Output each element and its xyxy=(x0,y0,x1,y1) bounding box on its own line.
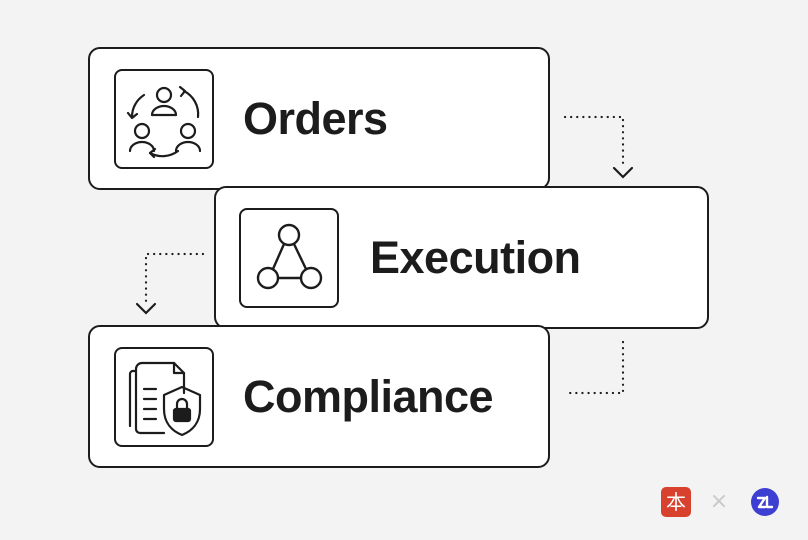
people-cycle-icon xyxy=(126,85,202,159)
separator-x-icon: × xyxy=(709,489,729,514)
step-icon-box xyxy=(239,208,339,308)
step-card-execution: Execution xyxy=(214,186,709,329)
triangle-nodes-icon xyxy=(256,223,323,290)
connector-execution-to-compliance xyxy=(135,252,205,315)
connector-execution-to-compliance-right xyxy=(563,340,625,395)
brand-logo-right-icon xyxy=(750,487,780,517)
step-card-orders: Orders xyxy=(88,47,550,190)
connector-orders-to-execution xyxy=(563,115,634,179)
step-card-compliance: Compliance xyxy=(88,325,550,468)
step-icon-box xyxy=(114,347,214,447)
document-shield-lock-icon xyxy=(128,361,202,437)
step-icon-box xyxy=(114,69,214,169)
step-label-compliance: Compliance xyxy=(243,371,494,422)
step-label-execution: Execution xyxy=(370,232,581,283)
brand-logo-left: 本 xyxy=(661,487,691,517)
step-label-orders: Orders xyxy=(243,93,388,144)
